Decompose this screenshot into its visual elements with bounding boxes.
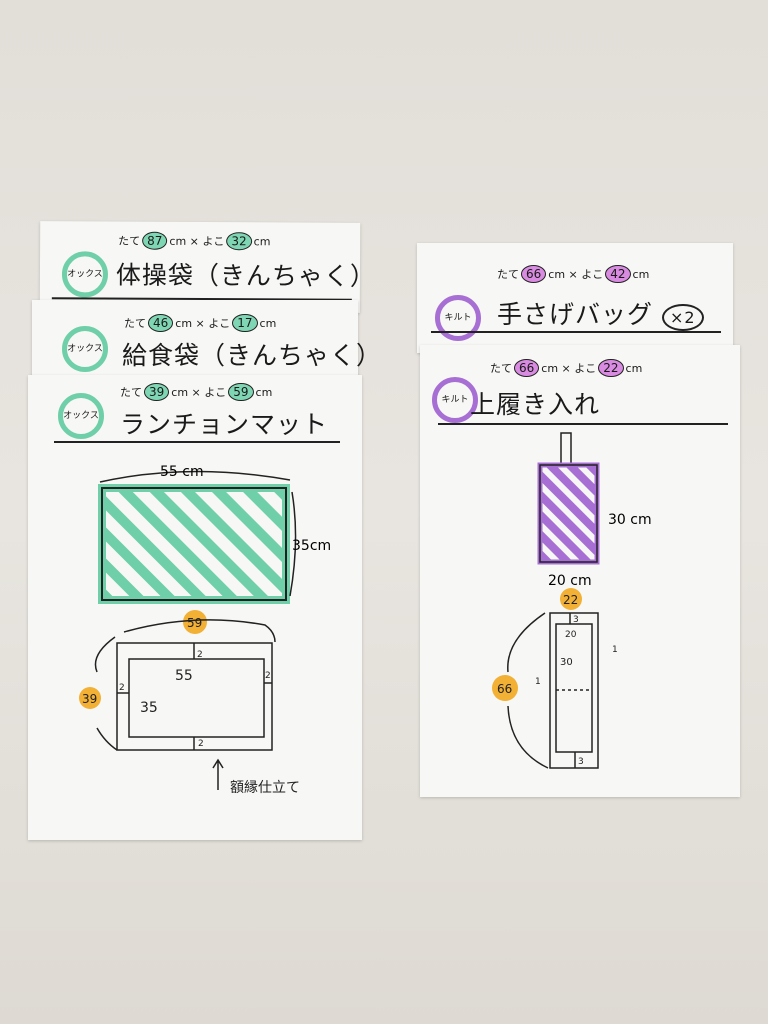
- svg-text:2: 2: [119, 683, 125, 693]
- svg-text:20: 20: [565, 630, 577, 640]
- svg-text:22: 22: [563, 593, 578, 607]
- svg-text:59: 59: [187, 616, 202, 630]
- svg-text:55: 55: [175, 668, 193, 684]
- fabric-badge: オックス: [62, 326, 108, 372]
- fabric-badge: キルト: [432, 377, 478, 423]
- svg-text:3: 3: [573, 615, 579, 625]
- svg-text:2: 2: [198, 739, 204, 749]
- card-title: ランチョンマット: [120, 410, 329, 439]
- svg-text:39: 39: [82, 692, 97, 706]
- svg-text:1: 1: [612, 645, 618, 655]
- svg-text:35: 35: [140, 700, 158, 716]
- shoe-width-label: 20 cm: [548, 573, 592, 589]
- shoe-bag-pattern: 22 66 3 20 30 1 1 3: [492, 588, 618, 769]
- svg-text:1: 1: [535, 677, 541, 687]
- svg-text:3: 3: [578, 757, 584, 767]
- quantity-badge: ×2: [661, 304, 704, 331]
- mat-note: 額縁仕立て: [230, 780, 300, 796]
- shoe-height-label: 30 cm: [608, 512, 652, 528]
- mat-width-label: 55 cm: [160, 464, 204, 480]
- mat-height-label: 35cm: [292, 538, 331, 554]
- card-title: 上履き入れ: [470, 390, 601, 419]
- card-title: 給食袋（きんちゃく）: [122, 341, 383, 370]
- shoe-bag-sketch: 30 cm 20 cm: [537, 432, 652, 589]
- card-title: 手さげバッグ ×2: [497, 295, 704, 331]
- fabric-badge: キルト: [435, 295, 481, 341]
- svg-text:2: 2: [265, 671, 271, 681]
- svg-text:2: 2: [197, 650, 203, 660]
- svg-text:30: 30: [560, 657, 573, 668]
- svg-text:66: 66: [497, 682, 512, 696]
- fabric-badge: オックス: [58, 393, 104, 439]
- mat-pattern: 59 39 2 2 2 2 55 35 額縁仕立て: [79, 610, 300, 796]
- mat-sketch: 55 cm 35cm: [98, 464, 331, 604]
